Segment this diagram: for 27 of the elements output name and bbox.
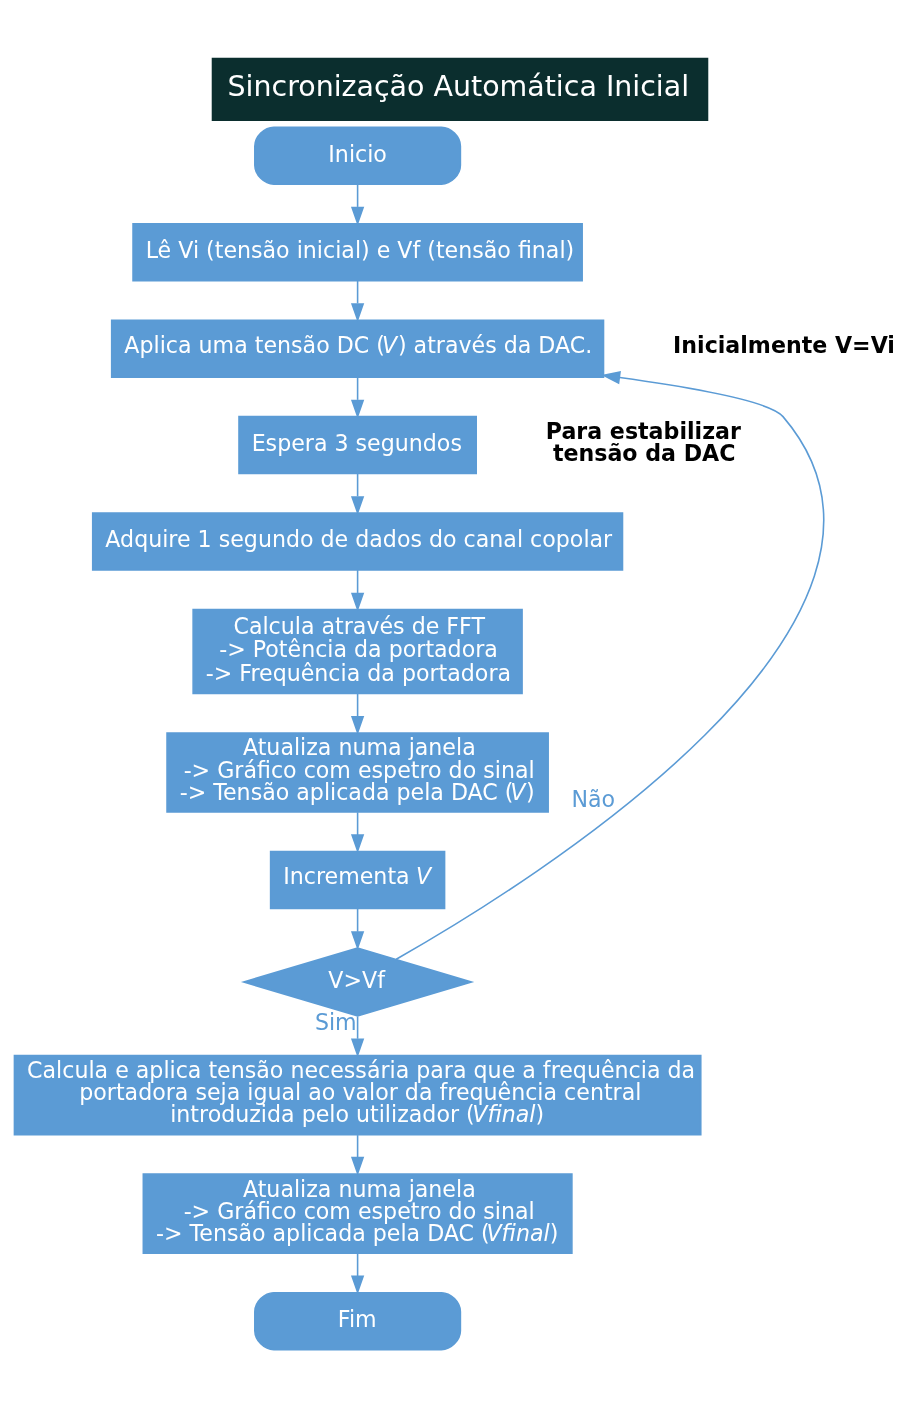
node-box: Aplica uma tensão DC (V) através da DAC. xyxy=(110,319,605,378)
node-box: Atualiza numa janela -> Gráfico com espetro do sinal -> Tensão aplicada pela DAC (Vfinal) xyxy=(142,1173,573,1254)
arrow xyxy=(350,1015,365,1058)
node-box: Atualiza numa janela -> Gráfico com espetro do sinal -> Tensão aplicada pela DAC (V) xyxy=(166,732,549,813)
arrow xyxy=(350,692,365,736)
node-label: Inicialmente V=Vi xyxy=(673,331,895,358)
node-box: Lê Vi (tensão inicial) e Vf (tensão final) xyxy=(132,222,583,282)
node-box: Fim xyxy=(254,1291,462,1351)
arrow xyxy=(350,472,365,516)
arrow xyxy=(350,569,365,612)
edge-label: Não xyxy=(571,786,616,813)
node-box: Incrementa V xyxy=(269,850,446,910)
node-label: Para estabilizar tensão da DAC xyxy=(545,418,741,467)
arrow xyxy=(350,907,365,951)
diagram-title: Sincronização Automática Inicial xyxy=(227,70,690,104)
arrow xyxy=(350,1134,365,1176)
arrow xyxy=(350,1252,365,1295)
arrow xyxy=(350,183,365,226)
arrow xyxy=(350,376,365,419)
arrow xyxy=(350,811,365,854)
arrow xyxy=(395,371,825,960)
arrow xyxy=(350,279,365,323)
node-box: Espera 3 segundos xyxy=(238,415,477,475)
node-box: Adquire 1 segundo de dados do canal copolar xyxy=(91,512,624,571)
node-box: Calcula e aplica tensão necessária para que a frequência da portadora seja igual ao valor da frequência central introduzida pelo utilizador (Vfinal) xyxy=(13,1054,702,1136)
node-box: Calcula através de FFT -> Potência da portadora -> Frequência da portadora xyxy=(192,608,523,695)
node-box: Inicio xyxy=(254,126,462,185)
